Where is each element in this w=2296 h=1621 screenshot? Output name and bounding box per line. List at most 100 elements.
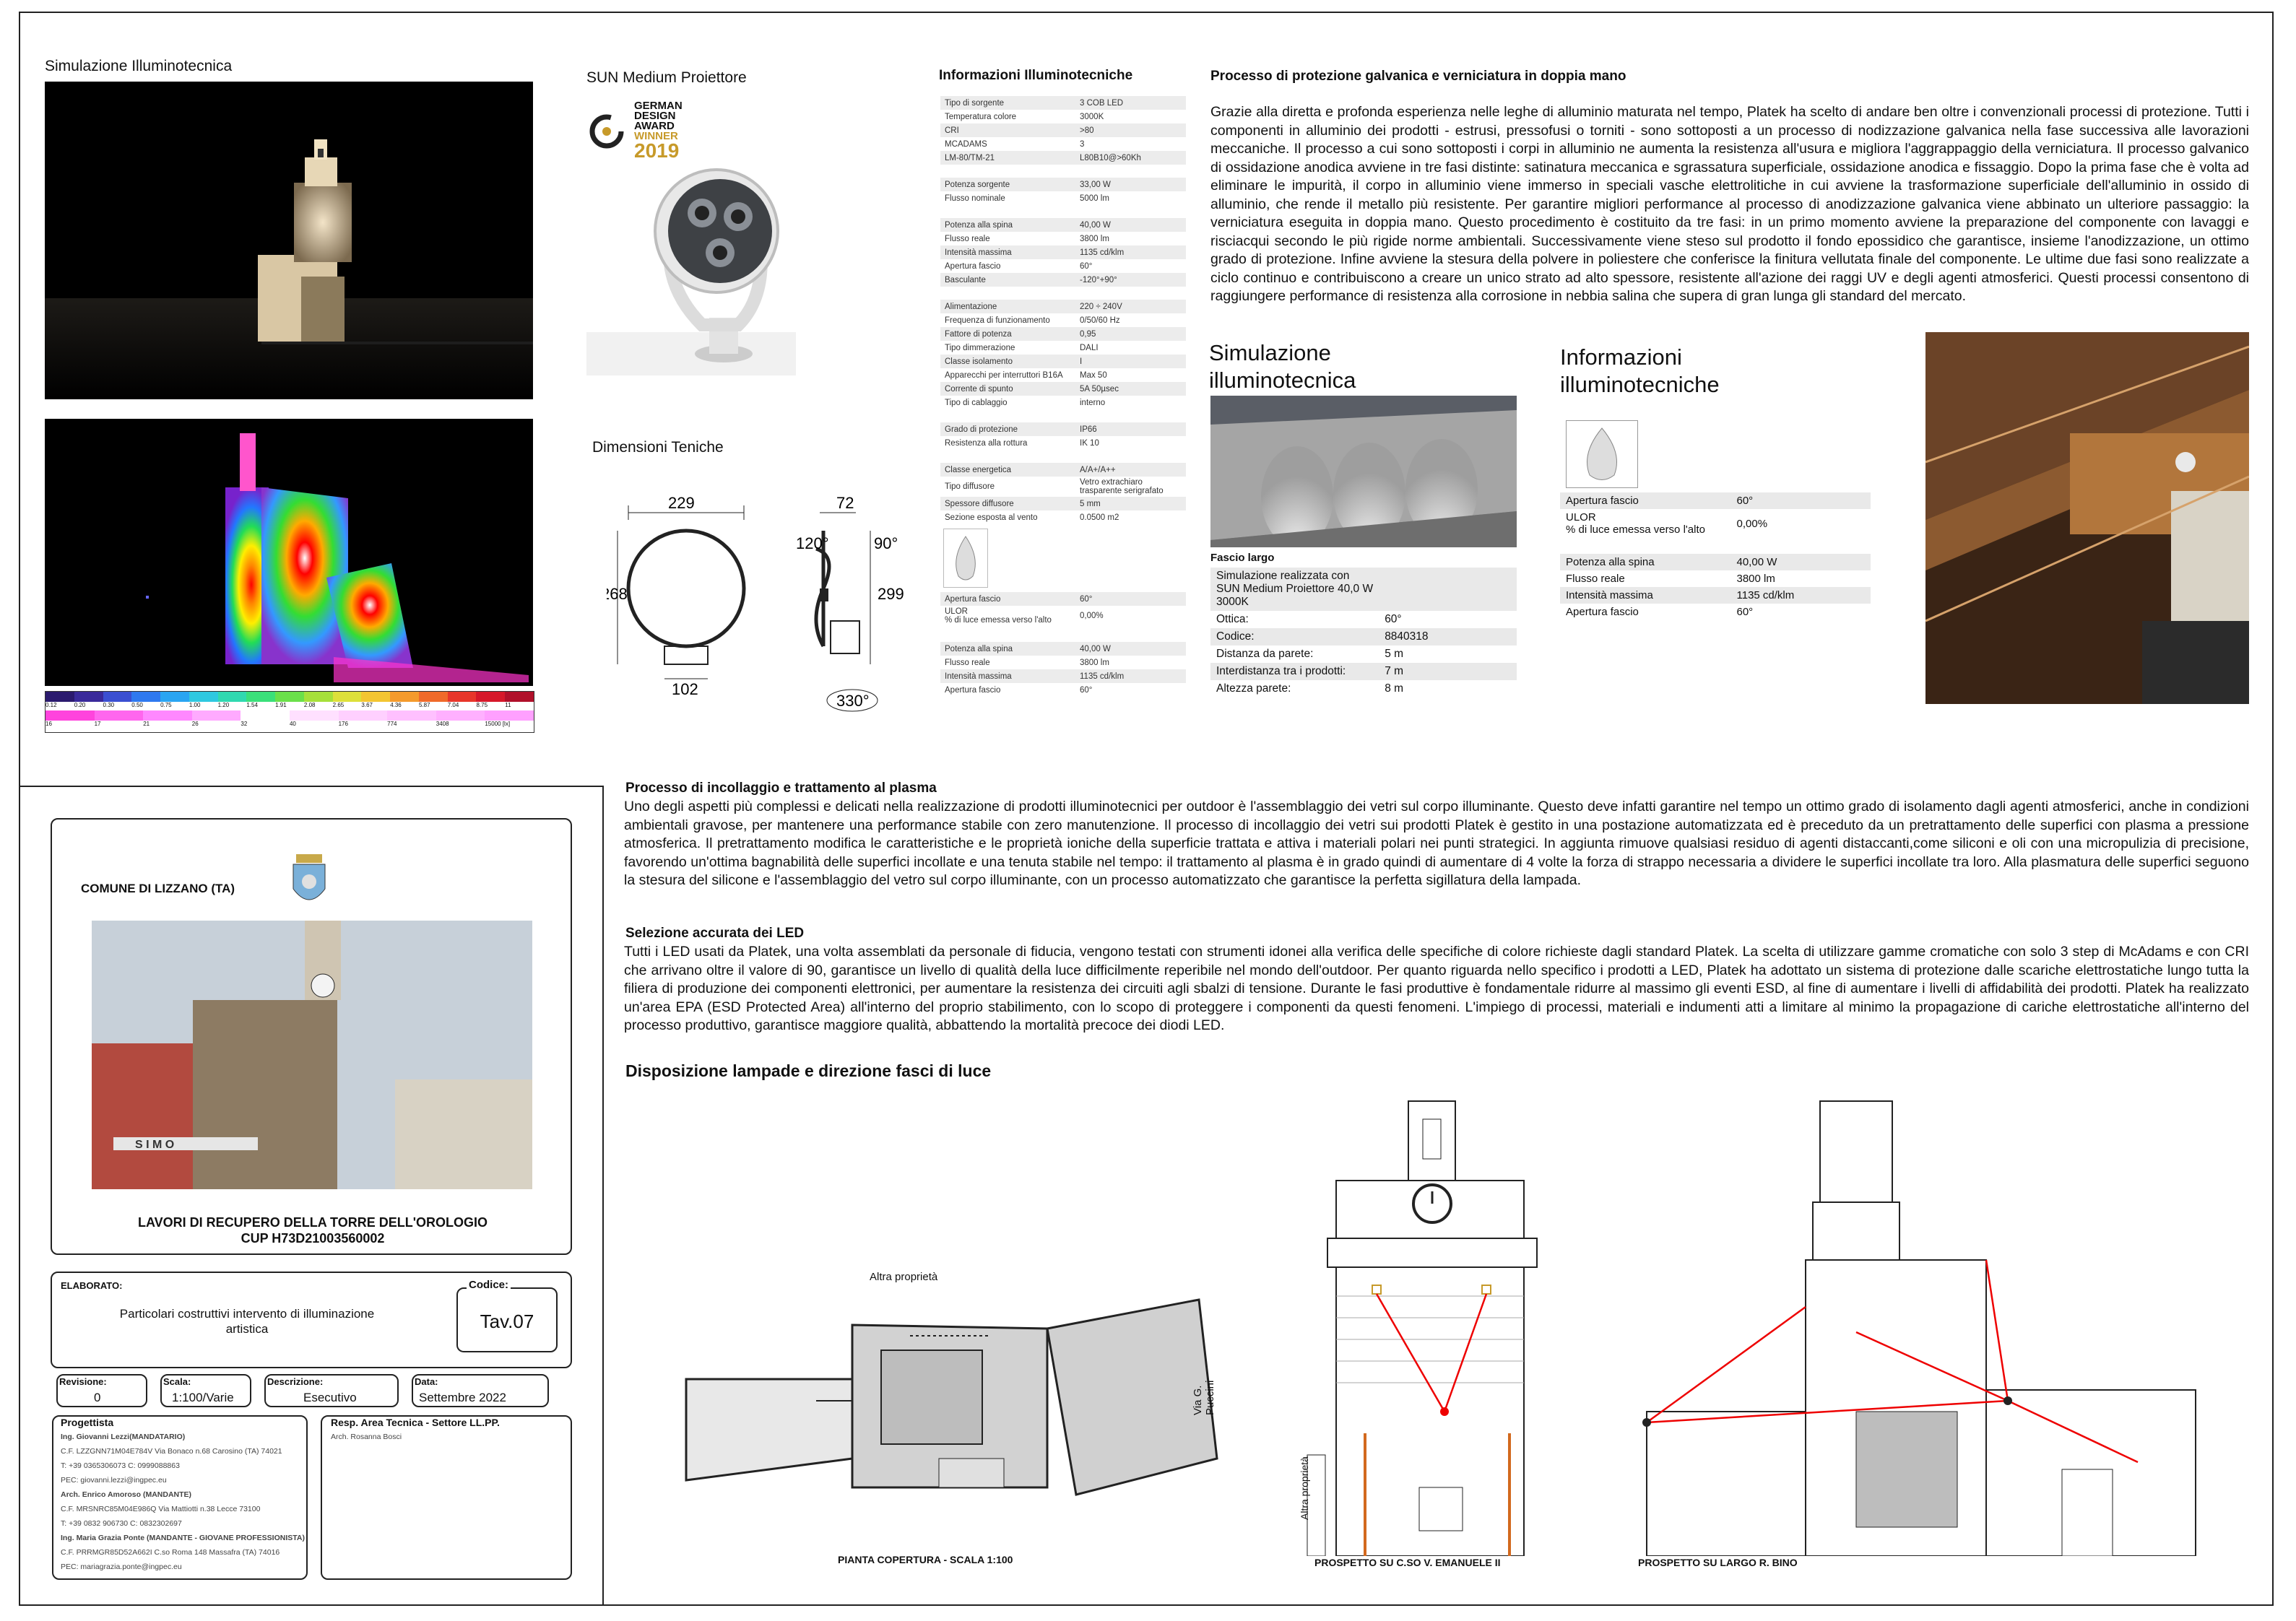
- brick-pattern-1: [1336, 1295, 1524, 1383]
- row-label: Potenza alla spina: [940, 218, 1075, 232]
- comune-name: COMUNE DI LIZZANO (TA): [81, 882, 235, 895]
- sim2-row: Interdistanza tra i prodotti:7 m: [1210, 663, 1517, 680]
- progettista-box: [52, 1415, 308, 1580]
- scale-top-swatch: [217, 692, 247, 702]
- award-line4: WINNER: [634, 130, 678, 142]
- award-line1: GERMAN: [634, 100, 683, 112]
- plasma-title: Processo di incollaggio e trattamento al…: [625, 781, 937, 796]
- row-label: Grado di protezione: [940, 422, 1075, 436]
- scale-top-swatch: [390, 692, 419, 702]
- scale-top-swatch: [103, 692, 132, 702]
- dim-angle1: 120°: [796, 534, 829, 552]
- titleblock-elaborato: ELABORATO: Particolari costruttivi inter…: [51, 1272, 572, 1368]
- scale-bottom-tick-label: 15000 [lx]: [485, 721, 511, 727]
- scale-top-swatch: [74, 692, 103, 702]
- row-label: Codice:: [1210, 628, 1379, 646]
- scale-top-swatch: [246, 692, 276, 702]
- spec-gap: [940, 450, 1186, 463]
- scale-top-swatch: [189, 692, 218, 702]
- scale-top-tick-label: 1.91: [275, 702, 287, 708]
- row-label: Simulazione realizzata con SUN Medium Pr…: [1210, 568, 1379, 611]
- spec-row: Flusso reale 3800 lm: [940, 232, 1186, 245]
- row-value: 60°: [1080, 261, 1093, 271]
- installation-photo-svg: [1925, 332, 2249, 704]
- row-label: Interdistanza tra i prodotti:: [1210, 663, 1379, 680]
- scale-top-swatch: [303, 692, 333, 702]
- elev2-caption: PROSPETTO SU LARGO R. BINO: [1638, 1557, 1798, 1568]
- progettista-line: C.F. LZZGNN71M04E784V Via Bonaco n.68 Ca…: [61, 1447, 282, 1456]
- data-label: Data:: [415, 1376, 438, 1387]
- scale-top-swatch: [505, 692, 534, 702]
- row-value: 40,00 W: [1075, 642, 1186, 656]
- progettista-line: Ing. Giovanni Lezzi(MANDATARIO): [61, 1433, 186, 1441]
- row-value: IP66: [1075, 422, 1186, 436]
- sim2-title: Simulazione illuminotecnica: [1209, 340, 1356, 393]
- progettista-line: PEC: giovanni.lezzi@ingpec.eu: [61, 1476, 167, 1485]
- scale-bottom-swatch: [338, 710, 388, 721]
- falsecolor-render-image: [45, 419, 533, 686]
- comune-crest-icon: [290, 854, 328, 911]
- scale-bottom-tick-label: 21: [143, 721, 150, 727]
- progettista-line: Ing. Maria Grazia Ponte (MANDANTE - GIOV…: [61, 1534, 305, 1542]
- row-label: Temperatura colore: [945, 112, 1017, 121]
- row-label: Distanza da parete:: [1216, 648, 1314, 660]
- row-value: 3800 lm: [1080, 234, 1109, 243]
- scale-bottom-tick-label: 3408: [436, 721, 449, 727]
- row-label: Flusso reale: [945, 234, 990, 243]
- plasma-text: Uno degli aspetti più complessi e delica…: [624, 799, 2249, 888]
- progettista-line: Arch. Enrico Amoroso (MANDANTE): [61, 1490, 192, 1499]
- scale-top-tick-label: 2.65: [332, 702, 345, 708]
- scale-bottom-swatch: [191, 710, 241, 721]
- info2-photometric-icon: [1566, 420, 1638, 488]
- progettista-line: C.F. MRSNRC85M04E986Q Via Mattiotti n.38…: [61, 1505, 261, 1513]
- scale-colors-top: [46, 692, 534, 702]
- info2-title: Informazioni illuminotecniche: [1560, 344, 1720, 397]
- roof-plan-drawing: Altra proprietà Via G. Puccini: [672, 1271, 1235, 1574]
- row-label: Spessore diffusore: [940, 497, 1075, 510]
- scale-bottom-swatch: [241, 710, 290, 721]
- row-value: 0,95: [1075, 327, 1186, 341]
- row-value: 1135 cd/klm: [1730, 587, 1871, 604]
- scale-top-tick-label: 1.00: [189, 702, 201, 708]
- elaborato-text: Particolari costruttivi intervento di il…: [119, 1307, 375, 1336]
- scale-colors-bottom: [46, 710, 534, 721]
- dim-depth: 72: [836, 494, 854, 512]
- row-value: L80B10@>60Kh: [1075, 151, 1186, 165]
- row-label: Apertura fascio: [1560, 492, 1731, 509]
- row-value: 3 COB LED: [1075, 96, 1186, 110]
- progettista-line: PEC: mariagrazia.ponte@ingpec.eu: [61, 1563, 182, 1571]
- row-label: Fattore di potenza: [940, 327, 1075, 341]
- row-label: Potenza alla spina: [1560, 554, 1731, 570]
- row-value: 5 m: [1385, 648, 1404, 660]
- scale-top-tick-label: 4.36: [390, 702, 402, 708]
- row-label: Frequenza di funzionamento: [945, 316, 1050, 325]
- row-value: 0,00%: [1736, 517, 1768, 530]
- row-label: CRI: [940, 123, 1075, 137]
- sim2-row: Altezza parete:8 m: [1210, 680, 1517, 697]
- row-label: Basculante: [940, 273, 1075, 287]
- dim-angle2: 90°: [874, 534, 898, 552]
- row-value: 60°: [1080, 685, 1093, 695]
- progettista-line: T: +39 0365306073 C: 0999088863: [61, 1461, 180, 1470]
- scale-top-tick-label: 1.54: [246, 702, 258, 708]
- spec-gap: [940, 287, 1186, 300]
- sim2-wall-svg: [1210, 396, 1517, 547]
- photo-sign-text: S I M O: [135, 1139, 174, 1151]
- scala-label: Scala:: [163, 1376, 191, 1387]
- row-label: Apertura fascio: [940, 592, 1075, 606]
